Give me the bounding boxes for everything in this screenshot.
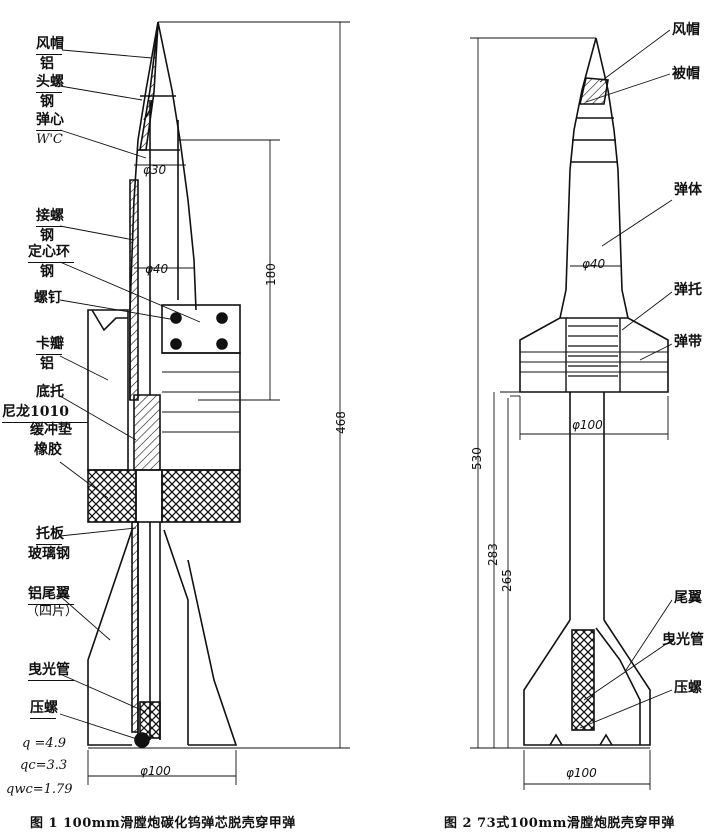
dim-468: 468 (334, 411, 348, 434)
spec-qwc: qwc=1.79 (6, 782, 73, 797)
label-support-plate: 托板 (36, 526, 64, 542)
label-pressure-screw-underline (30, 700, 56, 719)
label-head-screw: 头螺 (36, 74, 64, 90)
label-wc: W'C (36, 132, 63, 147)
dim-d40-fig1: φ40 (145, 262, 169, 276)
caption-figure1: 图 1 100mm滑膛炮碳化钨弹芯脱壳穿甲弹 (30, 816, 296, 831)
label-windshield: 风帽 (36, 36, 64, 52)
fig1-tracer (139, 701, 161, 739)
label-fig2-band: 弹带 (674, 334, 702, 350)
label-fig2-pressure-screw: 压螺 (674, 680, 702, 696)
label-fiberglass: 玻璃钢 (28, 546, 70, 562)
fig2-rod (569, 392, 605, 620)
label-nylon: 尼龙1010 (2, 404, 69, 420)
label-base-sabot: 底托 (36, 384, 64, 400)
fig1-core (149, 100, 179, 395)
fig1-rubber-pad (87, 469, 137, 523)
label-steel-2: 钢 (40, 228, 54, 244)
fig1-sabot (87, 309, 129, 471)
figure2-drawing (470, 29, 673, 790)
label-aluminum-2: 铝 (40, 356, 54, 372)
label-nylon-underline (2, 404, 88, 423)
label-screw: 螺钉 (34, 290, 62, 306)
label-buffer-pad: 缓冲垫 (30, 422, 72, 438)
dim-d100-fig2-base: φ100 (566, 766, 597, 780)
dim-d30: φ30 (143, 163, 167, 177)
dim-530: 530 (470, 447, 484, 470)
label-tracer-underline (28, 662, 74, 681)
label-fig2-tracer: 曳光管 (662, 632, 704, 648)
label-fig2-sabot: 弹托 (674, 282, 702, 298)
label-head-screw-underline (36, 74, 62, 93)
label-four-pieces: （四片） (26, 604, 79, 619)
dim-d100-fig1: φ100 (140, 764, 171, 778)
label-steel-3: 钢 (40, 264, 54, 280)
label-core-underline (36, 112, 62, 131)
label-windshield-underline (36, 36, 62, 55)
label-fig2-cap: 被帽 (672, 66, 700, 82)
label-steel-1: 钢 (40, 94, 54, 110)
label-fig2-body: 弹体 (674, 182, 702, 198)
fig1-head-hatch (139, 23, 159, 151)
label-centering-ring: 定心环 (28, 244, 70, 260)
label-connector-screw: 接螺 (36, 208, 64, 224)
fig2-tail (523, 619, 651, 746)
label-fig2-windshield: 风帽 (672, 22, 700, 38)
fig2-windshield (569, 37, 619, 171)
spec-qc: qc=3.3 (20, 758, 68, 773)
dim-180: 180 (264, 263, 278, 286)
label-tracer: 曳光管 (28, 662, 70, 678)
fig2-sabot (519, 289, 669, 393)
spec-q: q =4.9 (22, 736, 67, 751)
fig2-body (565, 169, 623, 291)
label-aluminum-1: 铝 (40, 56, 54, 72)
label-support-plate-underline (36, 526, 62, 545)
label-sabot-petal: 卡瓣 (36, 336, 64, 352)
dim-283: 283 (486, 543, 500, 566)
caption-figure2: 图 2 73式100mm滑膛炮脱壳穿甲弹 (444, 816, 675, 831)
label-aluminum-fins: 铝尾翼 (28, 586, 70, 602)
dim-d100-fig2-sabot: φ100 (572, 418, 603, 432)
label-centering-ring-underline (28, 244, 74, 263)
dim-d40-fig2: φ40 (582, 257, 606, 271)
label-sabot-petal-underline (36, 336, 62, 355)
label-pressure-screw: 压螺 (30, 700, 58, 716)
fig1-tail-fins (87, 529, 133, 746)
label-connector-underline (36, 208, 62, 227)
label-fig2-fins: 尾翼 (674, 590, 702, 606)
dim-265: 265 (500, 569, 514, 592)
label-core: 弹心 (36, 112, 64, 128)
figure1-drawing (59, 21, 350, 785)
label-aluminum-fins-underline (28, 586, 74, 605)
label-rubber: 橡胶 (34, 442, 62, 458)
